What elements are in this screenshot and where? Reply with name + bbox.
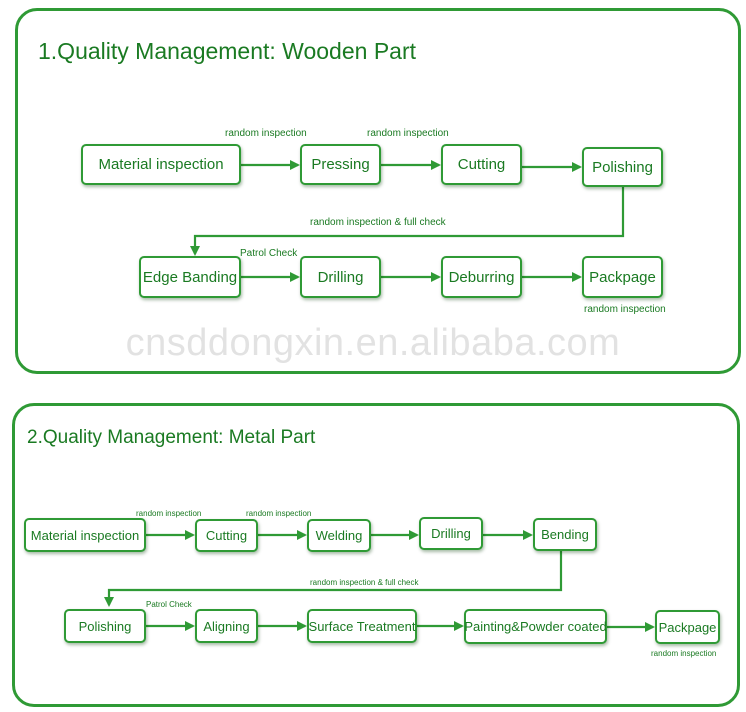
- metal-note-random-inspection-2: random inspection: [246, 509, 312, 518]
- wood-step-drilling: Drilling: [300, 256, 381, 298]
- metal-note-final-inspection: random inspection: [651, 649, 717, 658]
- wood-step-polishing: Polishing: [582, 147, 663, 187]
- wood-note-full-check: random inspection & full check: [310, 217, 446, 228]
- metal-step-welding: Welding: [307, 519, 371, 552]
- metal-step-cutting: Cutting: [195, 519, 258, 552]
- wood-step-deburring: Deburring: [441, 256, 522, 298]
- metal-step-packpage: Packpage: [655, 610, 720, 644]
- watermark: cnsddongxin.en.alibaba.com: [125, 322, 621, 364]
- metal-note-random-inspection-1: random inspection: [136, 509, 202, 518]
- metal-step-surface-treatment: Surface Treatment: [307, 609, 417, 643]
- metal-note-full-check: random inspection & full check: [310, 578, 419, 587]
- metal-step-painting-powder-coated: Painting&Powder coated: [464, 609, 607, 644]
- wood-note-final-inspection: random inspection: [584, 304, 666, 315]
- wood-step-material-inspection: Material inspection: [81, 144, 241, 185]
- wooden-part-panel: [15, 8, 741, 374]
- metal-step-aligning: Aligning: [195, 609, 258, 643]
- wood-step-pressing: Pressing: [300, 144, 381, 185]
- metal-step-polishing: Polishing: [64, 609, 146, 643]
- metal-part-panel: [12, 403, 740, 707]
- metal-part-title: 2.Quality Management: Metal Part: [27, 427, 316, 448]
- wood-note-random-inspection-2: random inspection: [367, 128, 449, 139]
- metal-step-material-inspection: Material inspection: [24, 518, 146, 552]
- wood-note-patrol-check: Patrol Check: [240, 248, 298, 259]
- metal-note-patrol-check: Patrol Check: [146, 600, 192, 609]
- metal-step-bending: Bending: [533, 518, 597, 551]
- wooden-part-title: 1.Quality Management: Wooden Part: [38, 38, 417, 64]
- wood-step-edge-banding: Edge Banding: [139, 256, 241, 298]
- wood-note-random-inspection-1: random inspection: [225, 128, 307, 139]
- wood-step-packpage: Packpage: [582, 256, 663, 298]
- metal-step-drilling: Drilling: [419, 517, 483, 550]
- wood-step-cutting: Cutting: [441, 144, 522, 185]
